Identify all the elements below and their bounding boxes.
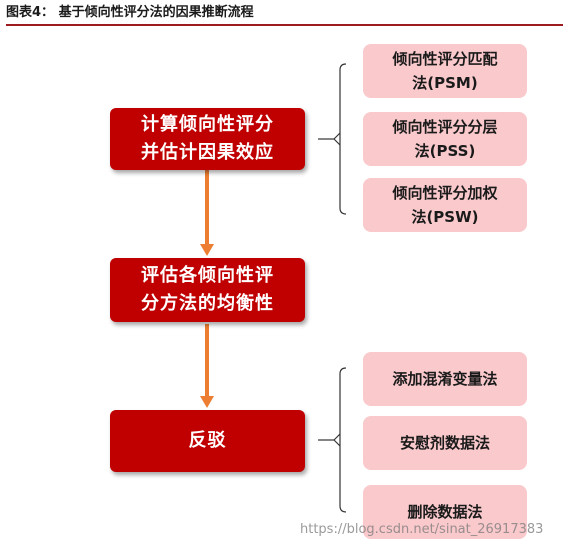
method-psw: 倾向性评分加权 法(PSW): [363, 178, 527, 232]
method-pss: 倾向性评分分层 法(PSS): [363, 112, 527, 166]
step-compute-propensity-score-label: 计算倾向性评分 并估计因果效应: [141, 114, 274, 163]
arrowhead-step3: [200, 396, 214, 408]
refute-remove-data: 删除数据法: [363, 485, 527, 539]
refutations-brace: [318, 367, 347, 513]
refute-placebo: 安慰剂数据法: [363, 416, 527, 470]
refute-add-confounder: 添加混淆变量法: [363, 352, 527, 406]
step-compute-propensity-score: 计算倾向性评分 并估计因果效应: [110, 108, 305, 170]
method-pss-line2: 法(PSS): [414, 142, 476, 160]
method-psm: 倾向性评分匹配 法(PSM): [363, 44, 527, 98]
method-psw-line2: 法(PSW): [411, 208, 479, 226]
method-psm-line1: 倾向性评分匹配: [392, 50, 498, 68]
step-evaluate-balance-label: 评估各倾向性评 分方法的均衡性: [141, 265, 274, 314]
step-refute-label: 反驳: [188, 430, 227, 451]
refute-add-confounder-label: 添加混淆变量法: [392, 370, 498, 388]
refute-placebo-label: 安慰剂数据法: [399, 434, 490, 452]
watermark-text: https://blog.csdn.net/sinat_26917383: [300, 522, 544, 537]
step-refute: 反驳: [110, 410, 305, 472]
figure-title: 图表4： 基于倾向性评分法的因果推断流程: [6, 4, 563, 26]
refute-remove-data-label: 删除数据法: [407, 503, 483, 521]
step-evaluate-balance: 评估各倾向性评 分方法的均衡性: [110, 258, 305, 322]
methods-brace: [318, 63, 347, 215]
method-psw-line1: 倾向性评分加权: [392, 184, 498, 202]
method-psm-line2: 法(PSM): [412, 74, 478, 92]
arrowhead-step2: [200, 244, 214, 256]
method-pss-line1: 倾向性评分分层: [392, 118, 498, 136]
